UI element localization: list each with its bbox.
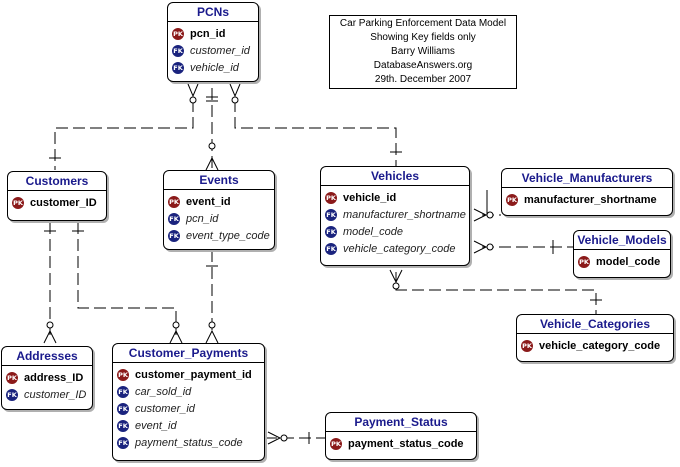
attribute-name: vehicle_id	[343, 191, 397, 204]
fk-icon: FK	[325, 208, 337, 221]
entity-title: Vehicle_Models	[574, 231, 670, 250]
attribute-name: payment_status_code	[348, 437, 464, 450]
pk-icon: PK	[325, 191, 337, 204]
attribute-row: FK vehicle_id	[172, 59, 254, 76]
attribute-row: PK customer_payment_id	[117, 366, 260, 383]
fk-icon: FK	[172, 61, 184, 74]
attribute-name: vehicle_category_code	[343, 242, 456, 255]
attribute-row: PK model_code	[578, 253, 666, 270]
pk-icon: PK	[6, 371, 18, 384]
entity-title: Payment_Status	[326, 413, 476, 432]
fk-icon: FK	[117, 436, 129, 449]
entity-title: Customers	[8, 172, 106, 191]
attribute-name: customer_ID	[30, 196, 97, 209]
attribute-name: model_code	[596, 255, 661, 268]
entity-vehicle-categories[interactable]: Vehicle_Categories PK vehicle_category_co…	[516, 314, 674, 362]
entity-customers[interactable]: Customers PK customer_ID	[7, 171, 107, 221]
entity-vehicle-manufacturers[interactable]: Vehicle_Manufacturers PK manufacturer_sho…	[501, 168, 673, 216]
attribute-name: pcn_id	[186, 212, 219, 225]
entity-title: Customer_Payments	[113, 344, 264, 363]
fk-icon: FK	[325, 242, 337, 255]
entity-addresses[interactable]: Addresses PK address_ID FK customer_ID	[1, 346, 93, 410]
diagram-note: Car Parking Enforcement Data Model Showi…	[329, 15, 517, 89]
pk-icon: PK	[506, 193, 518, 206]
attribute-name: customer_ID	[24, 388, 87, 401]
entity-vehicles[interactable]: Vehicles PK vehicle_id FK manufacturer_sho…	[320, 166, 470, 266]
attribute-name: manufacturer_shortname	[524, 193, 657, 206]
attribute-row: PK vehicle_id	[325, 189, 465, 206]
attribute-name: manufacturer_shortname	[343, 208, 466, 221]
fk-icon: FK	[172, 44, 184, 57]
entity-title: Vehicle_Manufacturers	[502, 169, 672, 188]
attribute-row: PK address_ID	[6, 369, 88, 386]
note-line: Barry Williams	[391, 46, 455, 57]
attribute-row: FK car_sold_id	[117, 383, 260, 400]
pk-icon: PK	[521, 339, 533, 352]
entity-title: Vehicles	[321, 167, 469, 186]
attribute-row: PK vehicle_category_code	[521, 337, 669, 354]
attribute-name: event_type_code	[186, 229, 270, 242]
entity-vehicle-models[interactable]: Vehicle_Models PK model_code	[573, 230, 671, 278]
fk-icon: FK	[117, 385, 129, 398]
attribute-row: FK event_type_code	[168, 227, 270, 244]
attribute-name: car_sold_id	[135, 385, 192, 398]
entity-title: Addresses	[2, 347, 92, 366]
attribute-row: FK vehicle_category_code	[325, 240, 465, 257]
attribute-name: customer_payment_id	[135, 368, 252, 381]
attribute-row: PK payment_status_code	[330, 435, 472, 452]
attribute-name: customer_id	[135, 402, 195, 415]
attribute-row: PK pcn_id	[172, 25, 254, 42]
attribute-row: FK pcn_id	[168, 210, 270, 227]
entity-events[interactable]: Events PK event_id FK pcn_id FK event_type_…	[163, 170, 275, 250]
attribute-row: PK customer_ID	[12, 194, 102, 211]
attribute-name: vehicle_id	[190, 61, 239, 74]
pk-icon: PK	[168, 195, 180, 208]
attribute-name: customer_id	[190, 44, 250, 57]
attribute-name: payment_status_code	[135, 436, 243, 449]
pk-icon: PK	[172, 27, 184, 40]
attribute-row: FK event_id	[117, 417, 260, 434]
entity-title: Vehicle_Categories	[517, 315, 673, 334]
attribute-name: event_id	[186, 195, 231, 208]
attribute-name: event_id	[135, 419, 177, 432]
rel-pcns-vehicles	[234, 100, 397, 166]
note-line: 29th. December 2007	[374, 74, 472, 85]
entity-payment-status[interactable]: Payment_Status PK payment_status_code	[325, 412, 477, 460]
attribute-name: model_code	[343, 225, 403, 238]
attribute-row: FK customer_id	[172, 42, 254, 59]
fk-icon: FK	[325, 225, 337, 238]
pk-icon: PK	[578, 255, 590, 268]
attribute-row: FK customer_ID	[6, 386, 88, 403]
rel-customers-payments	[77, 222, 177, 335]
pk-icon: PK	[12, 196, 24, 209]
attribute-row: FK manufacturer_shortname	[325, 206, 466, 223]
entity-title: Events	[164, 171, 274, 190]
fk-icon: FK	[6, 388, 18, 401]
fk-icon: FK	[168, 229, 180, 242]
pk-icon: PK	[330, 437, 342, 450]
rel-vehicles-categories	[395, 272, 597, 314]
pk-icon: PK	[117, 368, 129, 381]
attribute-row: FK model_code	[325, 223, 465, 240]
entity-title: PCNs	[168, 3, 258, 22]
attribute-row: PK event_id	[168, 193, 270, 210]
entity-pcns[interactable]: PCNs PK pcn_id FK customer_id FK vehicle_id	[167, 2, 259, 82]
attribute-row: FK customer_id	[117, 400, 260, 417]
note-line: Car Parking Enforcement Data Model	[339, 18, 507, 29]
fk-icon: FK	[168, 212, 180, 225]
note-line: DatabaseAnswers.org	[373, 60, 473, 71]
attribute-name: address_ID	[24, 371, 84, 384]
fk-icon: FK	[117, 419, 129, 432]
note-line: Showing Key fields only	[370, 32, 476, 43]
attribute-name: vehicle_category_code	[539, 339, 661, 352]
attribute-name: pcn_id	[190, 27, 226, 40]
fk-icon: FK	[117, 402, 129, 415]
attribute-row: PK manufacturer_shortname	[506, 191, 668, 208]
rel-pcns-customers	[54, 100, 194, 170]
attribute-row: FK payment_status_code	[117, 434, 260, 451]
